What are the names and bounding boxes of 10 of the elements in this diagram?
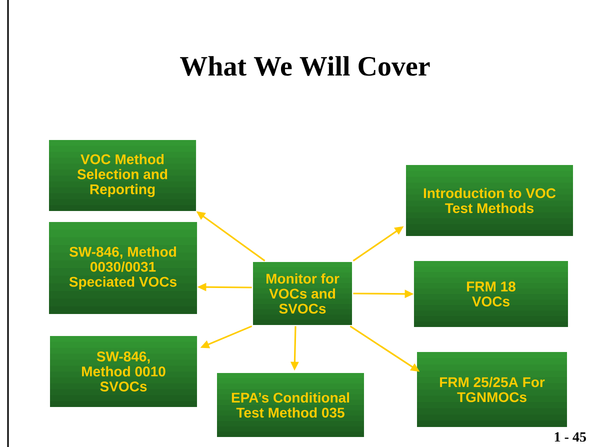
topic-box: SW-846, Method 0030/0031 Speciated VOCs [49,222,197,314]
topic-box: VOC Method Selection and Reporting [49,140,196,211]
title: What We Will Cover [180,56,430,76]
topic-box: EPA’s Conditional Test Method 035 [217,373,364,437]
topic-box: SW-846, Method 0010 SVOCs [50,336,197,407]
topic-box: Introduction to VOC Test Methods [406,165,573,236]
topic-box: FRM 25/25A For TGNMOCs [417,352,567,427]
center-box: Monitor for VOCs and SVOCs [253,262,352,325]
topic-box: FRM 18 VOCs [414,261,568,327]
page-number: 1 - 45 [554,432,586,442]
